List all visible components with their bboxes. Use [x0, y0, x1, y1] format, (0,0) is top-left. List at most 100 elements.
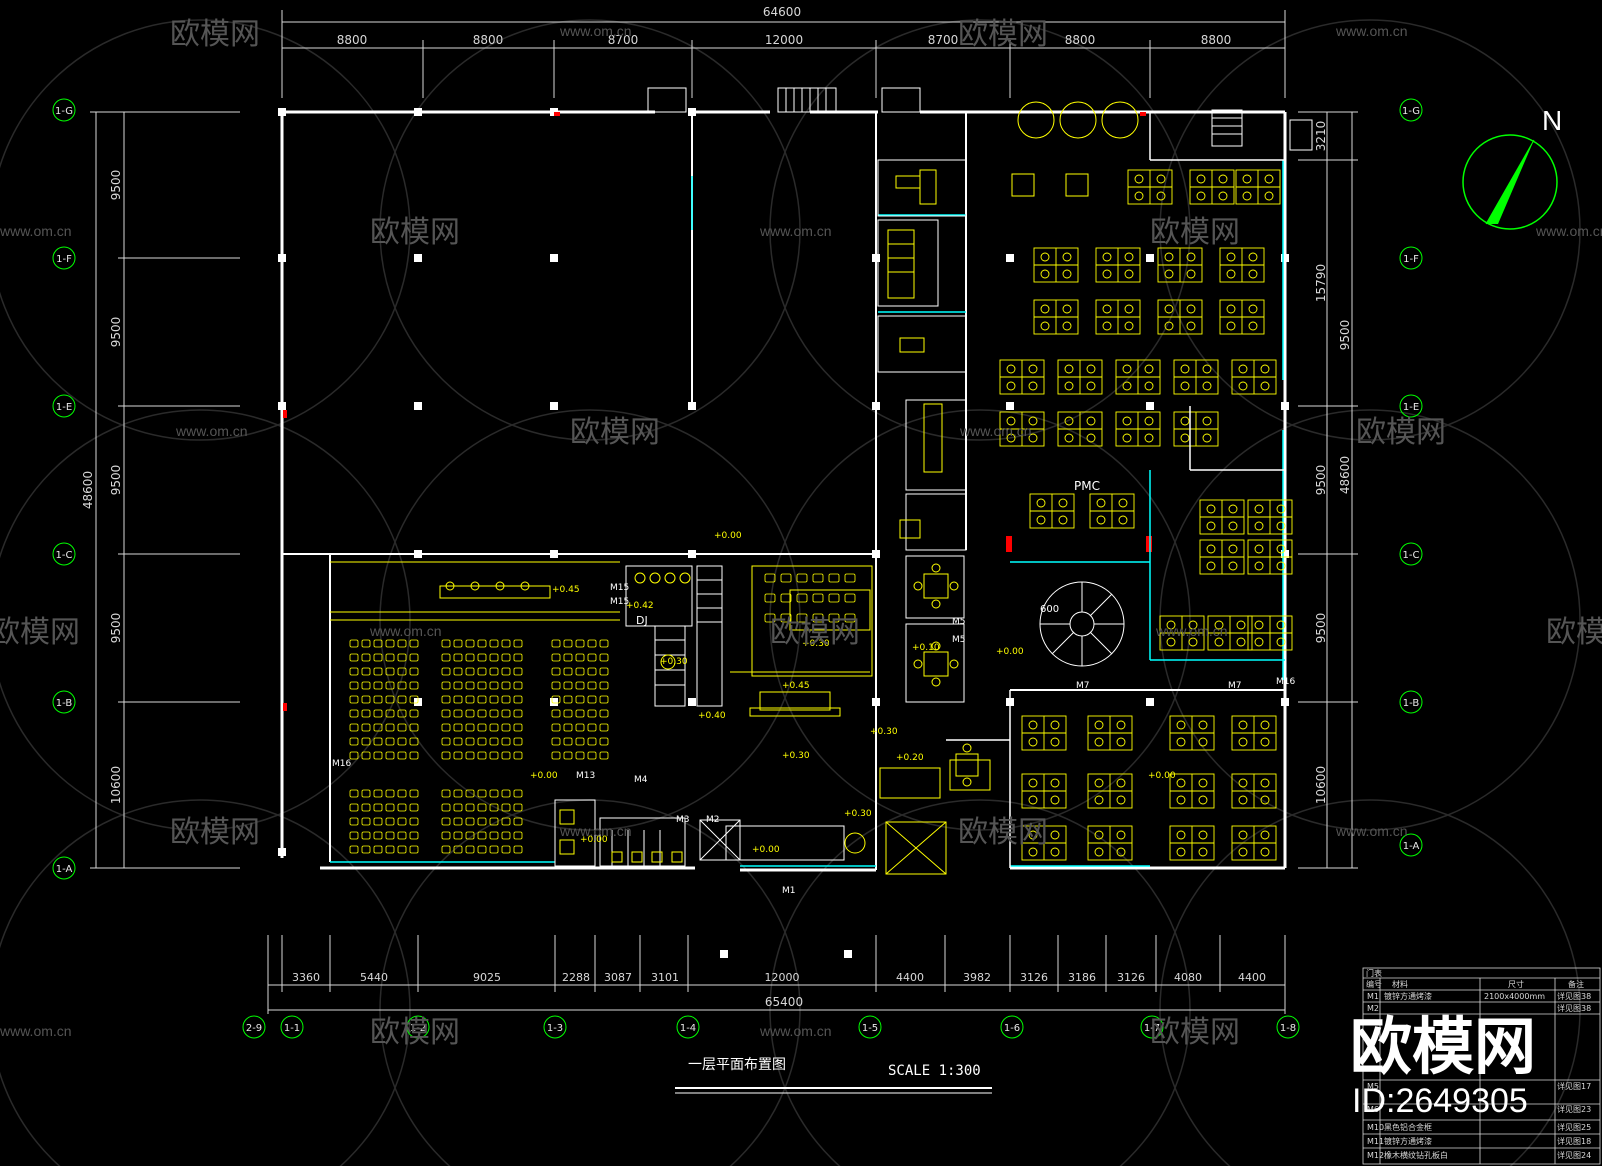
- canteen-seat: [349, 831, 359, 840]
- canteen-seat: [551, 681, 561, 690]
- canteen-seat: [441, 831, 451, 840]
- workstation-chair: [1164, 304, 1174, 314]
- canteen-seat: [501, 845, 511, 854]
- workstation-chair: [1176, 795, 1186, 805]
- dim-bottom-seg-7: 12000: [765, 971, 800, 984]
- axis-bubbles-right: [1399, 98, 1423, 857]
- lobby-chair: [796, 593, 808, 603]
- canteen-seat: [385, 845, 395, 854]
- workstation-chair: [1036, 515, 1046, 525]
- workstation-chair: [1094, 830, 1104, 840]
- lobby-chair: [844, 593, 856, 603]
- axis-bottom-4: 1-3: [547, 1023, 563, 1034]
- dim-bottom-seg-10: 3126: [1020, 971, 1048, 984]
- canteen-seat: [489, 803, 499, 812]
- canteen-seat: [599, 695, 609, 704]
- lobby-chair: [796, 613, 808, 623]
- dim-left-total: 48600: [81, 471, 95, 509]
- canteen-seat: [599, 667, 609, 676]
- canteen-seat: [477, 831, 487, 840]
- wm-url-1: www.om.cn: [559, 23, 632, 39]
- workstation-chair: [1248, 304, 1258, 314]
- workstation-chair: [1176, 830, 1186, 840]
- canteen-seat: [513, 695, 523, 704]
- door-row6-c2: 镀锌方通烤漆: [1384, 1136, 1432, 1146]
- workstation-chair: [1238, 830, 1248, 840]
- lobby-chair: [764, 573, 776, 583]
- workstation-chair: [1260, 364, 1270, 374]
- workstation-chair: [1254, 637, 1264, 647]
- workstation-chair: [1186, 304, 1196, 314]
- canteen-seat: [465, 737, 475, 746]
- meeting-rooms: [877, 159, 967, 703]
- door-m7b: M7: [1228, 681, 1242, 691]
- workstation-chair: [1116, 830, 1126, 840]
- workstation-chair: [1156, 191, 1166, 201]
- elev-1: +0.45: [552, 585, 580, 595]
- canteen-seat: [513, 737, 523, 746]
- workstation-chair: [1260, 381, 1270, 391]
- drawing-title: 一层平面布置图: [688, 1057, 786, 1073]
- canteen-seat: [441, 845, 451, 854]
- lobby-chair: [844, 613, 856, 623]
- canteen-seat: [575, 667, 585, 676]
- elev-8: +0.00: [530, 771, 558, 781]
- door-row3-c4: 详见图17: [1557, 1081, 1591, 1091]
- workstation-chair: [1122, 416, 1132, 426]
- north-label: N: [1542, 105, 1562, 136]
- canteen-seat: [397, 709, 407, 718]
- reception-area: [725, 759, 991, 875]
- wm-brand-3: 欧模网: [370, 216, 460, 249]
- canteen-seat: [453, 709, 463, 718]
- workstation-chair: [1164, 269, 1174, 279]
- workstation-chair: [1176, 720, 1186, 730]
- axis-bottom-5: 1-4: [680, 1023, 696, 1034]
- workstation-chair: [1116, 720, 1126, 730]
- workstation-chair: [1102, 269, 1112, 279]
- canteen-seat: [373, 831, 383, 840]
- dim-bottom-seg-5: 3087: [604, 971, 632, 984]
- workstation-chair: [1122, 381, 1132, 391]
- canteen-seat: [397, 667, 407, 676]
- dim-left-seg-2: 9500: [109, 317, 123, 348]
- canteen-seat: [465, 667, 475, 676]
- door-row2-c1: M2: [1367, 1004, 1379, 1013]
- canteen-seat: [551, 723, 561, 732]
- canteen-seat: [563, 709, 573, 718]
- workstation-chair: [1124, 304, 1134, 314]
- wm-brand-10: 欧模网: [170, 816, 260, 849]
- canteen-seat: [349, 751, 359, 760]
- canteen-seat: [489, 639, 499, 648]
- workstation-chair: [1176, 737, 1186, 747]
- workstation-chair: [1260, 778, 1270, 788]
- door-m1: M1: [782, 886, 796, 896]
- canteen-seat: [361, 639, 371, 648]
- lobby-chair: [828, 613, 840, 623]
- canteen-area: [330, 561, 620, 621]
- canteen-seat: [587, 667, 597, 676]
- workstation-chair: [1166, 620, 1176, 630]
- dim-right-6: 9500: [1314, 613, 1328, 644]
- workstation-chair: [1236, 620, 1246, 630]
- restroom-area: [554, 565, 741, 867]
- axis-bottom-7: 1-6: [1004, 1023, 1020, 1034]
- elev-3: +0.30: [802, 639, 830, 649]
- door-row4-c4: 详见图23: [1557, 1104, 1591, 1114]
- dim-top-seg-7: 8800: [1201, 33, 1232, 47]
- workstation-chair: [1050, 795, 1060, 805]
- workstation-chair: [1218, 174, 1228, 184]
- canteen-seat: [465, 653, 475, 662]
- canteen-seat: [501, 667, 511, 676]
- canteen-seat: [349, 789, 359, 798]
- axis-right-5: 1-B: [1403, 698, 1420, 709]
- canteen-seat: [587, 751, 597, 760]
- workstation-chair: [1198, 737, 1208, 747]
- canteen-seat: [349, 653, 359, 662]
- canteen-seat: [465, 639, 475, 648]
- door-row7-c4: 详见图24: [1557, 1150, 1591, 1160]
- workstation-chair: [1180, 416, 1190, 426]
- canteen-seat: [489, 667, 499, 676]
- canteen-seat: [441, 667, 451, 676]
- canteen-seat: [397, 751, 407, 760]
- canteen-seat: [477, 737, 487, 746]
